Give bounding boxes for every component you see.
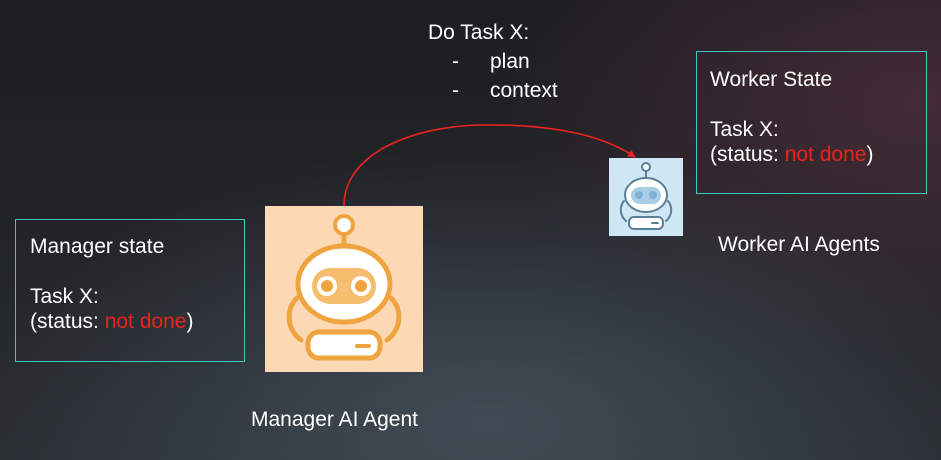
status-suffix: ) (186, 310, 194, 333)
worker-task-label: Task X: (710, 118, 779, 141)
manager-state-title: Manager state (30, 235, 165, 258)
status-value: not done (784, 143, 867, 166)
bullet-dash: - (452, 79, 459, 102)
manager-state-box: Manager state Task X: (status: not done) (15, 219, 245, 362)
worker-state-title: Worker State (710, 68, 833, 91)
task-message-item-plan: - plan (428, 47, 558, 76)
status-value: not done (104, 310, 187, 333)
task-message-item-label: plan (490, 50, 530, 73)
status-suffix: ) (866, 143, 874, 166)
worker-robot-icon (609, 158, 683, 236)
spacer (30, 259, 244, 284)
spacer (710, 92, 926, 117)
worker-agent-label: Worker AI Agents (718, 233, 880, 256)
manager-status-line: (status: not done) (30, 309, 244, 334)
task-message: Do Task X: - plan - context (428, 18, 558, 105)
manager-agent-label: Manager AI Agent (251, 408, 418, 431)
manager-robot-icon (265, 206, 423, 372)
task-message-item-context: - context (428, 76, 558, 105)
status-prefix: (status: (30, 310, 105, 333)
task-message-title: Do Task X: (428, 21, 530, 44)
status-prefix: (status: (710, 143, 785, 166)
bullet-dash: - (452, 50, 459, 73)
worker-status-line: (status: not done) (710, 142, 926, 167)
manager-task-label: Task X: (30, 285, 99, 308)
worker-state-box: Worker State Task X: (status: not done) (696, 51, 927, 194)
task-message-list: - plan - context (428, 47, 558, 105)
arrow-path (343, 124, 636, 207)
task-message-item-label: context (490, 79, 558, 102)
